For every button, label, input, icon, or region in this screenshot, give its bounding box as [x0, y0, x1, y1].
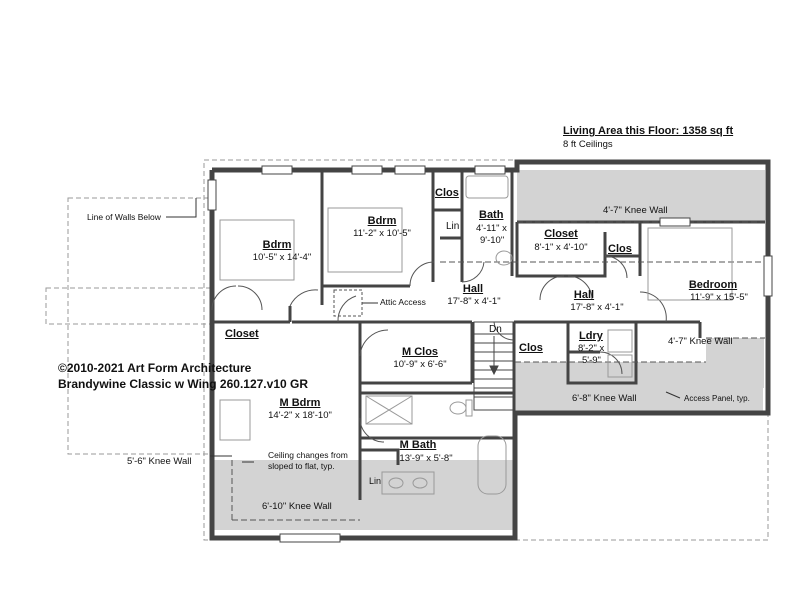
room-bath-name: Bath [479, 209, 504, 221]
attic-areas [212, 170, 765, 530]
access-panel-label: Access Panel, typ. [684, 394, 750, 403]
room-lin-mbath-name: Lin [369, 476, 382, 486]
room-m-clos-dims: 10'-9" x 6'-6" [393, 359, 447, 370]
room-bedroom-dims: 11'-9" x 15'-5" [690, 292, 748, 303]
attic-access-hatch [333, 289, 363, 317]
knee-wall-top-label: 4'-7" Knee Wall [603, 205, 668, 216]
room-closet-right-dims: 8'-1" x 4'-10" [534, 242, 588, 253]
copyright-line: ©2010-2021 Art Form Architecture [58, 361, 252, 375]
room-clos-right-name: Clos [608, 243, 632, 255]
knee-wall-right-label: 4'-7" Knee Wall [668, 336, 733, 347]
room-m-clos-name: M Clos [401, 346, 439, 358]
knee-wall-bottom-left-label: 6'-10" Knee Wall [262, 501, 332, 512]
room-ldry-dims-a: 8'-2" x [578, 343, 605, 354]
room-m-bdrm-dims: 14'-2" x 18'-10" [268, 410, 332, 421]
room-m-bdrm-name: M Bdrm [279, 397, 321, 409]
room-lin-upper-name: Lin [446, 221, 460, 232]
ceilings-note: 8 ft Ceilings [563, 139, 613, 150]
door-swings [211, 255, 667, 443]
knee-wall-bottom-right-label: 6'-8" Knee Wall [572, 393, 637, 404]
room-hall-left-name: Hall [462, 283, 484, 295]
knee-walls [231, 221, 765, 521]
room-bath-dims-a: 4'-11" x [476, 223, 507, 234]
room-ldry-name: Ldry [579, 330, 603, 342]
ceiling-changes-note-line1: Ceiling changes from [268, 450, 348, 460]
room-m-bath-name: M Bath [399, 439, 437, 451]
knee-wall-left-label: 5'-6" Knee Wall [127, 456, 192, 467]
line-of-walls-below-label: Line of Walls Below [87, 212, 161, 222]
room-closet-right-name: Closet [544, 228, 578, 240]
room-hall-right-name: Hall [573, 289, 595, 301]
fixtures [219, 175, 733, 495]
attic-access-label: Attic Access [380, 297, 426, 307]
room-clos-stair-name: Clos [519, 342, 543, 354]
room-bdrm-center-dims: 11'-2" x 10'-5" [353, 228, 411, 239]
room-bedroom-name: Bedroom [688, 279, 738, 291]
room-hall-right-dims: 17'-8" x 4'-1" [570, 302, 624, 313]
room-bdrm-left-name: Bdrm [262, 239, 292, 251]
room-clos-small-name: Clos [435, 187, 459, 199]
room-bath-dims-b: 9'-10" [480, 235, 505, 246]
plan-version-line: Brandywine Classic w Wing 260.127.v10 GR [58, 377, 308, 391]
room-bdrm-center-name: Bdrm [367, 215, 397, 227]
living-area-title: Living Area this Floor: 1358 sq ft [563, 125, 734, 137]
ceiling-changes-note-line2: sloped to flat, typ. [268, 461, 335, 471]
windows [207, 165, 773, 543]
room-ldry-dims-b: 5'-9" [582, 355, 601, 366]
room-hall-left-dims: 17'-8" x 4'-1" [447, 296, 501, 307]
room-m-bath-dims: 13'-9" x 5'-8" [399, 453, 453, 464]
interior-walls [210, 170, 765, 500]
stairs-down-label: Dn [489, 324, 502, 335]
room-closet-left-name: Closet [225, 328, 259, 340]
room-bdrm-left-dims: 10'-5" x 14'-4" [252, 252, 312, 263]
leader-lines [166, 198, 681, 463]
stairs [473, 321, 515, 411]
